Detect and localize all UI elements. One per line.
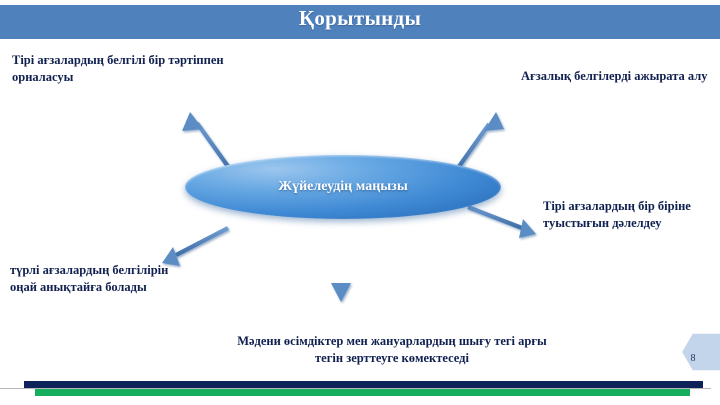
pentagon-banner-icon [682,333,720,371]
arrow-bottom-left-icon [162,226,229,266]
footer-bar-green [35,389,690,396]
arrow-top-left-icon [182,112,234,174]
page-number-tag: 8 [676,333,720,371]
callout-right-middle: Тірі ағзалардың бір біріне туыстығын дәл… [543,199,691,230]
callout-top-right: Ағзалық белгілерді ажырата алу [521,69,708,83]
arrow-bottom-center-icon [331,222,351,302]
page-title: Қорытынды [298,6,422,30]
center-ellipse: Жүйелеудің маңызы [185,155,501,219]
callout-bottom-left: түрлі ағзалардың белгілірін оңай анықтай… [10,263,169,294]
center-ellipse-label: Жүйелеудің маңызы [278,179,408,194]
footer-hairline [0,388,711,389]
callout-bottom-center: Мәдени өсімдіктер мен жануарлардың шығу … [237,334,547,365]
arrow-right-icon [467,205,536,238]
callout-top-left: Тірі ағзалардың белгілі бір тәртіппен ор… [12,53,224,84]
title-banner [0,5,720,39]
page-number: 8 [690,353,696,364]
footer-bar-navy [24,381,703,388]
arrow-top-right-icon [453,112,504,174]
